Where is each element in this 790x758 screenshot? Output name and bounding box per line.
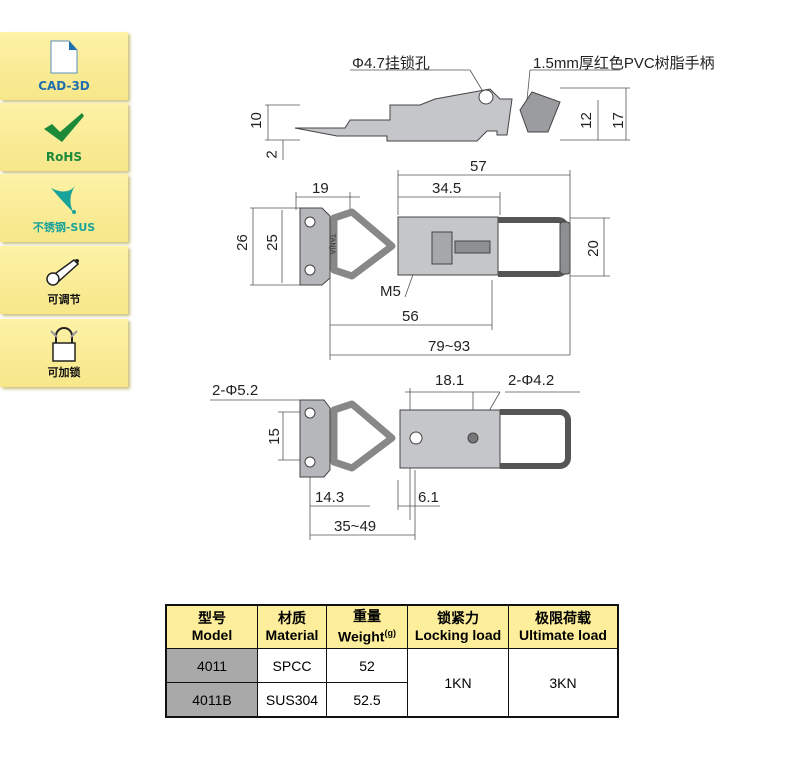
dim-20: 20: [584, 240, 602, 257]
sidebar-item-label: 可加锁: [47, 366, 81, 379]
document-icon: [50, 40, 78, 74]
cell-model: 4011: [165, 648, 258, 683]
dim-56: 56: [402, 308, 419, 325]
brand-stamp: TANJA: [328, 233, 337, 255]
cell-locking-load: 1KN: [407, 648, 509, 718]
cell-material: SUS304: [257, 682, 327, 718]
header-cn: 锁紧力: [437, 610, 479, 626]
header-en: Weight: [338, 628, 385, 645]
cell-weight: 52: [326, 648, 408, 683]
sidebar-item-cad-3d[interactable]: CAD-3D: [0, 32, 128, 100]
dim-19: 19: [312, 180, 329, 197]
hole-label: Φ4.7挂锁孔: [352, 55, 430, 72]
latch-bottom-view: [299, 399, 571, 478]
dim-18-1: 18.1: [435, 372, 465, 389]
sidebar-item-stainless[interactable]: 不锈钢-SUS: [0, 174, 128, 242]
dim-holes-right: 2-Φ4.2: [508, 372, 555, 389]
padlock-icon: [50, 327, 78, 362]
header-en: Ultimate load: [519, 627, 607, 643]
cell-model: 4011B: [165, 682, 258, 718]
latch-side-view: [294, 88, 561, 142]
header-cn: 材质: [278, 610, 306, 626]
dim-10: 10: [247, 112, 265, 129]
sidebar-item-label: RoHS: [45, 150, 83, 164]
dim-26: 26: [233, 234, 251, 251]
dim-57: 57: [470, 158, 487, 175]
technical-drawing: [210, 69, 630, 540]
dim-17: 17: [609, 112, 627, 129]
sidebar-item-label: 可调节: [47, 293, 81, 306]
header-cn: 型号: [198, 610, 226, 626]
sidebar-item-rohs[interactable]: RoHS: [0, 103, 128, 171]
cell-material: SPCC: [257, 648, 327, 683]
sidebar-item-lockable[interactable]: 可加锁: [0, 319, 128, 387]
dim-35-49: 35~49: [334, 518, 377, 535]
header-en: Material: [265, 627, 319, 643]
dim-2: 2: [263, 150, 281, 159]
weight-unit: (g): [384, 628, 396, 639]
header-en: Locking load: [414, 627, 502, 643]
dim-79-93: 79~93: [428, 338, 471, 355]
dim-14-3: 14.3: [315, 489, 345, 506]
dim-15: 15: [265, 428, 283, 445]
header-cn: 重量: [353, 608, 381, 625]
sparkle-icon: [51, 186, 76, 214]
checkmark-icon: [44, 113, 84, 142]
dim-6-1: 6.1: [418, 489, 439, 506]
dim-25: 25: [263, 234, 281, 251]
handle-label: 1.5mm厚红色PVC树脂手柄: [533, 55, 715, 72]
header-weight: 重量 Weight(g): [326, 604, 408, 649]
wrench-icon: [46, 259, 80, 286]
latch-top-view: [299, 207, 571, 286]
dim-12: 12: [577, 112, 595, 129]
table-row: 4011 SPCC 52 1KN 3KN: [165, 648, 619, 718]
dim-holes-left: 2-Φ5.2: [212, 382, 259, 399]
header-cn: 极限荷载: [535, 610, 591, 626]
cell-weight: 52.5: [326, 682, 408, 718]
dim-34-5: 34.5: [432, 180, 462, 197]
sidebar-item-adjustable[interactable]: 可调节: [0, 246, 128, 314]
table-row: 4011B SUS304 52.5: [165, 682, 618, 718]
sidebar-item-label: 不锈钢-SUS: [32, 221, 96, 234]
cell-ultimate-load: 3KN: [508, 648, 619, 718]
header-en: Model: [191, 627, 233, 643]
dim-m5: M5: [380, 283, 401, 300]
sidebar-item-label: CAD-3D: [38, 79, 90, 93]
